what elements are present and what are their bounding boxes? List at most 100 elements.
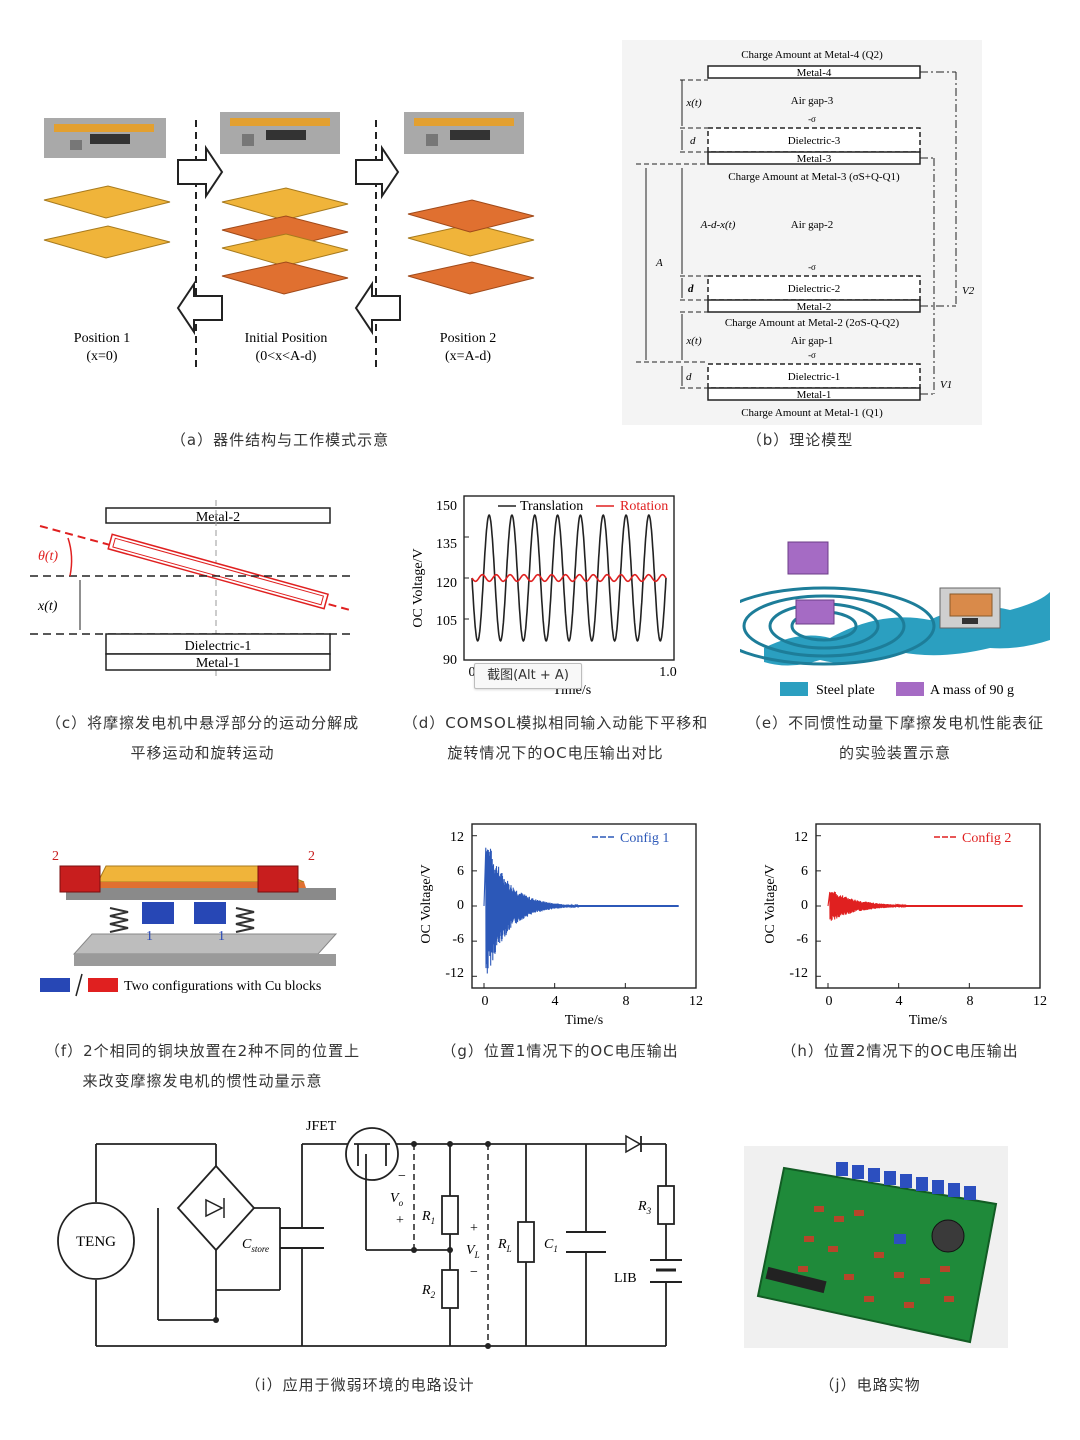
legend-mass: A mass of 90 g [930,683,1014,698]
theta-arc [67,537,73,577]
plates-right [407,199,535,295]
x-tick-label: 0 [482,994,489,1009]
position-1-label: 1 [146,929,153,944]
metal2-label: Metal-2 [797,301,832,313]
y-tick-label: 0 [801,898,808,913]
metal2-label: Metal-2 [196,510,240,525]
teng-source [57,1202,135,1280]
air3-label: Air gap-3 [791,95,834,107]
caption-e-1: （e）不同惯性动量下摩擦发电机性能表征 [745,714,1045,732]
battery-icon [650,1259,682,1283]
panel-i: TENG Cstore JFET − + Vo R1 [40,1110,700,1360]
y-axis-label: OC Voltage/V [763,864,778,943]
panel-h: OC Voltage/V Time/s 12 6 0 -6 -12 0 4 8 … [752,816,1052,1031]
pcb-chip [765,1266,827,1294]
x-axis-label: Time/s [909,1013,947,1028]
y-tick-label: -6 [452,932,464,947]
panel-e-figure: Steel plate A mass of 90 g [712,541,1050,698]
air2-label: Air gap-2 [791,219,833,231]
x-tick-label: 8 [967,994,974,1009]
panel-g: OC Voltage/V Time/s 12 6 0 -6 -12 0 4 8 … [408,816,708,1031]
y-tick-label: 135 [436,537,457,552]
d-label: d [690,135,696,147]
q2-label: Charge Amount at Metal-2 (2σS-Q-Q2) [725,317,900,329]
r3-resistor [657,1185,675,1225]
v1-label: V1 [940,379,952,391]
metal4-label: Metal-4 [797,67,832,79]
device-block-center [220,112,340,154]
spring-left-icon [109,907,129,933]
q3-label: Charge Amount at Metal-3 (σS+Q-Q1) [728,171,900,183]
jfet-transistor [345,1127,399,1181]
y-tick-label: 12 [450,830,464,845]
legend-steel: Steel plate [816,683,875,698]
panel-e: Steel plate A mass of 90 g [712,520,1060,700]
rectifier-bridge-icon [176,1164,256,1252]
metal1-label: Metal-1 [196,656,240,671]
mass-block-icon [787,541,829,575]
legend-swatch-red [88,978,118,992]
caption-i: （i）应用于微弱环境的电路设计 [245,1376,475,1394]
legend-swatch-mass [896,682,924,696]
initial-cond: (0<x<A-d) [256,349,317,364]
panel-b-figure: Charge Amount at Metal-4 (Q2) Metal-4 x(… [622,40,982,425]
panel-f: 2 2 1 1 Two configurations with Cu block… [36,836,366,1006]
series-config-2 [827,891,1023,921]
x-tick-label: 12 [689,994,703,1009]
cu-block-red [59,865,101,893]
position1-cond: (x=0) [86,349,118,364]
y-tick-label: 0 [457,898,464,913]
plates-left [43,185,171,259]
arrow-right-icon [177,144,224,200]
y-tick-label: 6 [457,864,464,879]
x-axis-label: Time/s [565,1013,603,1028]
adx-label: A-d-x(t) [700,219,736,231]
x-tick-label: 8 [623,994,630,1009]
panel-d: OC Voltage/V Time/s 150 135 120 105 90 0… [400,488,700,700]
position-2-label: 2 [52,849,59,864]
caption-d-2: 旋转情况下的OC电压输出对比 [447,744,664,762]
junction-dots [213,1141,491,1349]
minus-sigma-label: -σ [808,350,816,360]
x-tick-label: 0 [469,665,476,680]
c1-capacitor [566,1231,606,1253]
d-label: d [688,283,694,295]
chart-h: OC Voltage/V Time/s 12 6 0 -6 -12 0 4 8 … [763,823,1047,1028]
metal3-label: Metal-3 [797,153,832,165]
xt-label: x(t) [37,599,58,614]
caption-h: （h）位置2情况下的OC电压输出 [781,1042,1019,1060]
position2-cond: (x=A-d) [445,349,491,364]
cstore-capacitor [280,1227,324,1249]
caption-e-2: 的实验装置示意 [838,744,951,762]
screenshot-tooltip[interactable]: 截图(Alt + A) [474,663,582,689]
d-label: d [686,371,692,383]
device-block-right [404,112,524,154]
series-translation [471,514,667,643]
caption-c-1: （c）将摩擦发电机中悬浮部分的运动分解成 [45,714,360,732]
dielectric2-label: Dielectric-2 [788,283,841,295]
theta-label: θ(t) [38,549,58,564]
metal1-rect [105,653,331,671]
plus-sign: + [470,1221,478,1236]
minus-sigma-label: -σ [808,114,816,124]
panel-c: Metal-2 θ(t) x(t) Dielectric-1 Metal-1 [30,490,375,685]
r1-label: R1 [421,1209,435,1226]
spring-right-icon [235,907,255,933]
q1-label: Charge Amount at Metal-1 (Q1) [741,407,883,419]
metal1-label: Metal-1 [797,389,832,401]
legend-config2: Config 2 [962,831,1011,846]
y-tick-label: -12 [789,966,808,981]
x-tick-label: 4 [896,994,903,1009]
chart-d: OC Voltage/V Time/s 150 135 120 105 90 0… [411,495,677,698]
diode-icon [625,1134,642,1154]
vo-label: Vo [390,1191,404,1208]
dielectric1-rect [707,363,921,389]
rl-label: RL [497,1237,512,1254]
chart-g: OC Voltage/V Time/s 12 6 0 -6 -12 0 4 8 … [419,823,703,1028]
r2-label: R2 [421,1283,436,1300]
y-axis-label: OC Voltage/V [411,548,426,627]
pcb-photo [744,1146,1008,1348]
x-tick-label: 12 [1033,994,1047,1009]
initial-label: Initial Position [245,331,328,346]
panel-a: Position 1 (x=0) Initial Position (0<x<A… [30,90,570,390]
